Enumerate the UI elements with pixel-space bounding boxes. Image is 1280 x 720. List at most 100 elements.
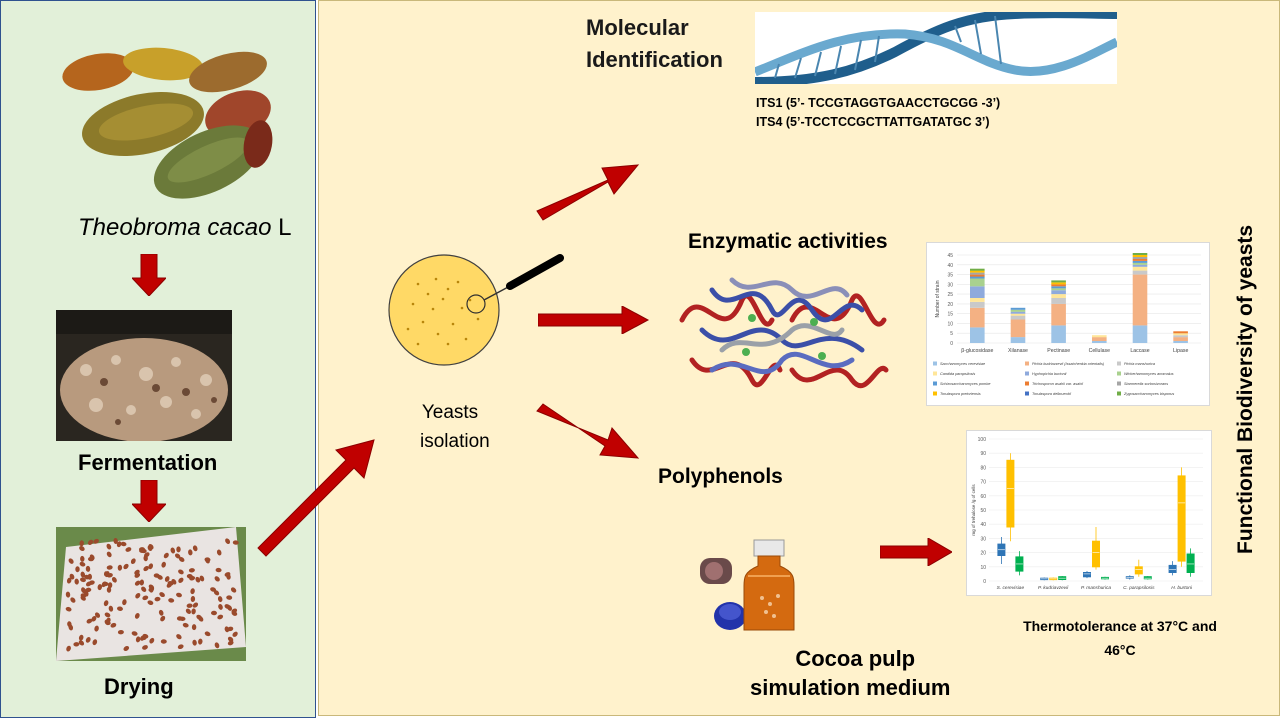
bean-mark [141, 586, 147, 592]
y-tick-label: 35 [947, 273, 953, 279]
bean-mark [148, 563, 154, 570]
y-tick-label: 40 [980, 522, 986, 528]
bean-mark [164, 576, 170, 582]
down-arrow-2 [132, 480, 166, 522]
molecular-title: Molecular Identification [586, 15, 723, 72]
bar-segment [970, 286, 985, 298]
dna-helix-image [755, 12, 1117, 84]
legend-label: Hyphopichia burtonii [1032, 372, 1067, 376]
bean-mark [134, 613, 140, 619]
bean-mark [93, 538, 99, 544]
bar-segment [1132, 255, 1148, 257]
legend-label: Candida parapsilosis [940, 372, 975, 376]
legend-swatch [1025, 391, 1029, 396]
bean-mark [217, 596, 223, 603]
bean-mark [231, 611, 238, 616]
legend-label: Zygosaccharomyces bisporus [1123, 392, 1174, 396]
x-tick-label: Lipase [1173, 348, 1188, 354]
species-name: Theobroma cacao L [78, 214, 292, 241]
bean-mark [186, 603, 193, 608]
legend-label: Schizosaccharomyces pombe [940, 382, 990, 386]
bean-mark [143, 566, 149, 572]
drying-label: Drying [104, 674, 174, 699]
bean-mark [123, 646, 130, 651]
bar-segment [1051, 303, 1066, 326]
y-tick-label: 70 [980, 480, 986, 486]
bean-mark [176, 546, 181, 553]
bar-segment [1051, 290, 1066, 295]
bar-segment [1051, 280, 1066, 283]
bean-mark [69, 573, 75, 580]
x-tick-label: P. manshurica [1081, 585, 1111, 591]
y-tick-label: 20 [980, 551, 986, 557]
legend-label: Saccharomyces cerevisiae [940, 362, 985, 366]
bean-mark [104, 612, 111, 618]
arrow-to-thermotolerance [880, 538, 952, 566]
bean-mark [85, 637, 91, 643]
bean-mark [171, 579, 177, 585]
bean-mark [168, 598, 175, 603]
bean-mark [176, 592, 182, 598]
petri-dish-icon [388, 254, 564, 366]
legend-label: Pichia manshurica [1124, 362, 1155, 366]
bean-mark [158, 609, 164, 616]
bean-mark [66, 577, 72, 584]
bar-segment [1051, 282, 1066, 285]
bean-mark [230, 587, 237, 593]
bean-mark [226, 595, 233, 600]
bean-mark [218, 603, 223, 610]
bean-mark [210, 587, 217, 592]
bar-segment [1132, 253, 1148, 255]
y-tick-label: 50 [980, 508, 986, 514]
y-tick-label: 0 [983, 579, 986, 585]
y-tick-label: 80 [980, 465, 986, 471]
bean-mark [117, 606, 123, 611]
bean-mark [87, 573, 93, 580]
x-tick-label: C. parapsilosis [1123, 585, 1155, 591]
bar-segment [1132, 257, 1148, 259]
bean-mark [117, 564, 123, 571]
bean-mark [107, 582, 113, 589]
bean-mark [91, 616, 97, 622]
bean-mark [65, 606, 72, 612]
legend-swatch [1025, 381, 1029, 386]
bean-mark [192, 545, 198, 552]
bean-mark [177, 644, 184, 650]
bean-mark [191, 624, 197, 631]
legend-label: Wickerhamomyces anomalus [1124, 372, 1174, 376]
x-tick-label: Cellulase [1089, 348, 1110, 354]
legend-swatch [1025, 371, 1029, 376]
bean-mark [205, 557, 210, 564]
bar-segment [1132, 260, 1148, 263]
bean-mark [74, 578, 79, 585]
bar-segment [1051, 286, 1066, 289]
culture-bottle-image [700, 538, 830, 638]
x-tick-label: Laccase [1130, 348, 1149, 354]
bean-mark [139, 579, 145, 586]
enzymatic-title: Enzymatic activities [688, 230, 888, 253]
bean-mark [159, 592, 165, 598]
bean-mark [215, 567, 222, 573]
box-rect [1177, 475, 1186, 562]
bar-segment [970, 274, 985, 277]
bean-mark [97, 584, 103, 591]
bean-mark [94, 625, 99, 632]
fermentation-label: Fermentation [78, 450, 218, 475]
bean-mark [120, 541, 127, 547]
bean-mark [131, 631, 138, 636]
bar-segment [1173, 333, 1188, 336]
bean-mark [85, 565, 91, 572]
bar-segment [1173, 337, 1188, 341]
bean-mark [125, 547, 132, 552]
box-rect [1006, 459, 1015, 528]
bar-segment [1132, 258, 1148, 261]
enzyme-structure-image [672, 260, 892, 406]
bean-mark [213, 590, 220, 596]
arrow-to-molecular [536, 164, 640, 221]
x-tick-label: H. burtoni [1171, 585, 1193, 591]
fermentation-photo [56, 310, 232, 441]
bean-mark [147, 600, 154, 606]
bar-segment [1010, 315, 1026, 320]
bean-mark [227, 636, 234, 642]
bar-segment [1010, 307, 1026, 310]
